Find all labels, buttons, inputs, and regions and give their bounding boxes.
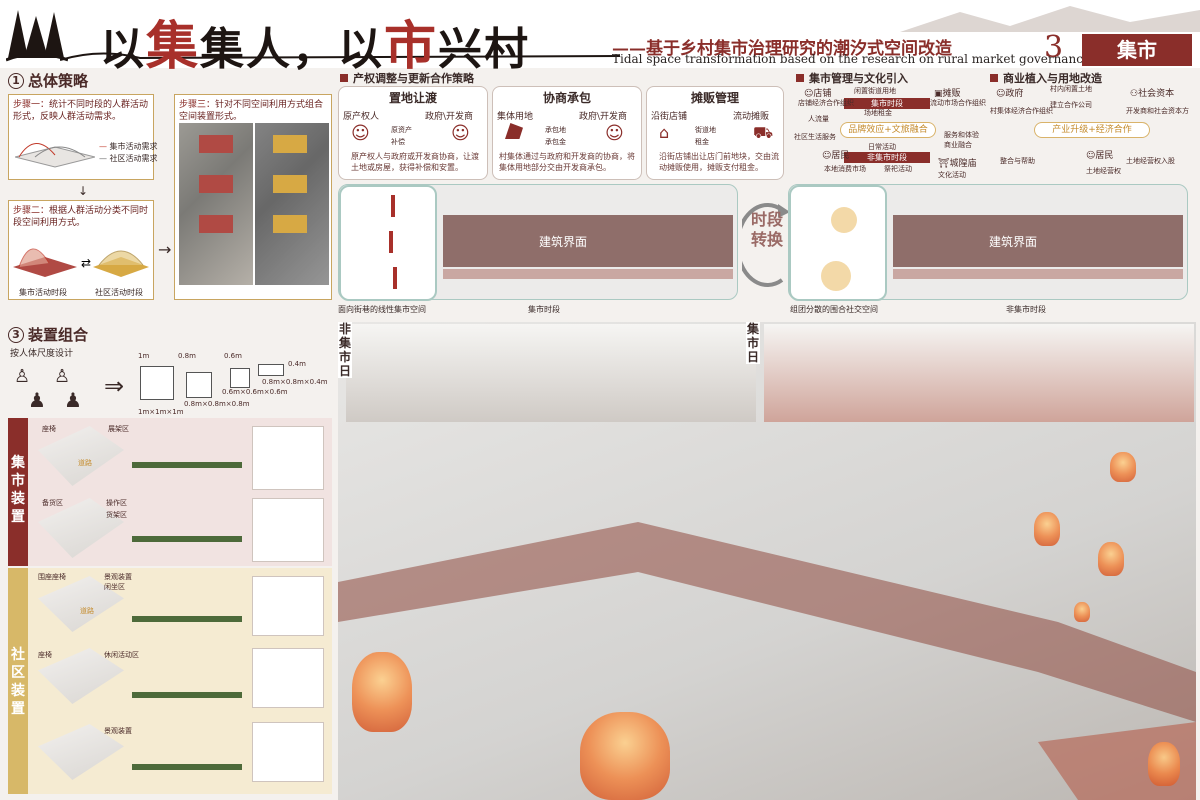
arrow-down-icon: ↓ — [78, 184, 89, 198]
community-devices: 社区装置 围座座椅 景观装置 闲坐区 道路 座椅 休闲活动区 景观装置 — [8, 568, 332, 794]
person-icon: ☺ — [996, 89, 1006, 99]
cycle-arrow-icon — [742, 203, 790, 287]
property-box-2: 协商承包 集体用地 政府\开发商 ☺ 承包地 承包金 村集体通过与政府和开发商的… — [492, 86, 642, 180]
street-facade — [893, 215, 1183, 267]
page-number: 3 — [1044, 30, 1064, 65]
cube-06m — [230, 368, 250, 388]
mountain-decoration — [900, 6, 1200, 32]
subtitle: ——基于乡村集市治理研究的潮汐式空间改造 — [612, 39, 952, 59]
sky-lantern — [352, 652, 412, 732]
plan-nonmarket — [789, 185, 887, 301]
step2-diagram: ⇄ — [13, 248, 149, 277]
market-mgmt-heading: 集市管理与文化引入 — [796, 70, 908, 86]
plan-grid-5 — [252, 722, 324, 782]
street-panel-market: 建筑界面 — [338, 184, 738, 301]
sky-lantern — [1074, 602, 1090, 622]
commerce-diagram: ☺政府 ⚇社会资本 产业升级+经济合作 ☺居民 村内闲置土地 建立合作公司 村集… — [990, 85, 1189, 175]
property-box-3: 摊贩管理 沿街店铺 流动摊贩 ⌂ ⛟ 街道地 租金 沿街店铺出让店门前地块，交由… — [646, 86, 784, 180]
label-cluster-space: 组团分散的围合社交空间 — [790, 305, 878, 314]
market-day-label: 集市日 — [746, 322, 760, 364]
pine-trees-logo — [6, 10, 68, 62]
plan-market — [339, 185, 437, 301]
section-ground — [132, 692, 242, 698]
double-arrow-icon: ⇒ — [104, 372, 125, 400]
cube-08m — [186, 372, 212, 398]
step1-box: 步骤一：统计不同时段的人群活动形式，反映人群活动需求。 — 集市活动需求 — 社… — [8, 94, 158, 180]
market-day-render — [764, 324, 1194, 422]
plan-grid-3 — [252, 576, 324, 636]
street-panel-nonmarket: 建筑界面 — [788, 184, 1188, 301]
step2-box: 步骤二：根据人群活动分类不同时段空间利用方式。 ⇄ 集市活动时段 社区活动时段 — [8, 200, 154, 300]
property-box-1: 置地让渡 原产权人 政府\开发商 ☺ ☺ 原资产 补偿 原产权人与政府或开发商协… — [338, 86, 488, 180]
section-ground — [132, 764, 242, 770]
cube-sizes: 1m 0.8m 0.6m 0.4m 1m×1m×1m 0.8m×0.8m×0.8… — [138, 352, 328, 416]
label-market-time: 集市时段 — [528, 305, 560, 314]
subtitle-en: Tidal space transformation based on the … — [612, 52, 1091, 66]
sky-lantern — [580, 712, 670, 800]
plan-grid-2 — [252, 498, 324, 562]
bus-icon: ▣ — [934, 89, 943, 99]
time-switch: 时段转换 — [742, 200, 792, 290]
cube-1m — [140, 366, 174, 400]
person-icon: ☺ — [605, 123, 624, 144]
page-title: 以集集人，以市兴村 — [100, 16, 531, 77]
step3-box: 步骤三：针对不同空间利用方式组合空间装置形式。 集市活动时段 社区活动时段 — [174, 94, 332, 300]
non-market-day-label: 非集市日 — [338, 322, 352, 378]
section-ground — [132, 462, 242, 468]
person-icon: ☺ — [351, 123, 370, 144]
plan-grid-4 — [252, 648, 324, 708]
network-icon: ⚇ — [1130, 89, 1139, 99]
stall-icon: ⛟ — [753, 123, 774, 142]
property-heading: 产权调整与更新合作策略 — [340, 70, 474, 86]
brush-stroke — [60, 52, 620, 61]
scale-title: 按人体尺度设计 — [10, 349, 74, 359]
page-tag: 集市 — [1082, 34, 1192, 66]
street-facade — [443, 215, 733, 267]
market-mgmt-diagram: ☺店铺 ▣摊贩 集市时段 品牌效应+文旅融合 非集市时段 ☺居民 ⛩城隍庙 闲置… — [794, 87, 986, 179]
person-standing-icon: ♟ — [28, 388, 46, 412]
cube-04m — [258, 364, 284, 376]
label-nonmarket-time: 非集市时段 — [1006, 305, 1046, 314]
step1-diagram — [15, 143, 95, 168]
commerce-heading: 商业植入与用地改造 — [990, 70, 1102, 86]
person-sitting-icon: ♙ — [14, 366, 31, 387]
temple-icon: ⛩ — [938, 159, 950, 169]
label-linear-space: 面向街巷的线性集市空间 — [338, 305, 426, 314]
market-devices: 集市装置 座椅 展架区 道路 备货区 操作区 货架区 — [8, 418, 332, 566]
arrow-right-icon: → — [158, 240, 172, 259]
non-market-day-render — [346, 324, 756, 422]
person-icon: ☺ — [804, 89, 814, 99]
svg-text:⇄: ⇄ — [81, 256, 91, 270]
sky-lantern — [1098, 542, 1124, 576]
land-icon — [505, 123, 523, 139]
person-standing-icon: ♟ — [64, 388, 82, 412]
person-sitting-icon: ♙ — [54, 366, 71, 387]
person-icon: ☺ — [1086, 151, 1096, 161]
market-device-iso-1 — [38, 426, 124, 486]
sky-lantern — [1148, 742, 1180, 786]
section-ground — [132, 536, 242, 542]
human-scale-figures: ♙ ♙ ♟ ♟ — [14, 362, 92, 412]
shop-icon: ⌂ — [659, 123, 670, 142]
sky-lantern — [1034, 512, 1060, 546]
person-icon: ☺ — [822, 151, 832, 161]
aerial-render: 非集市日 集市日 — [338, 322, 1196, 800]
plan-grid-1 — [252, 426, 324, 490]
section-ground — [132, 616, 242, 622]
person-icon: ☺ — [451, 123, 470, 144]
sky-lantern — [1110, 452, 1136, 482]
